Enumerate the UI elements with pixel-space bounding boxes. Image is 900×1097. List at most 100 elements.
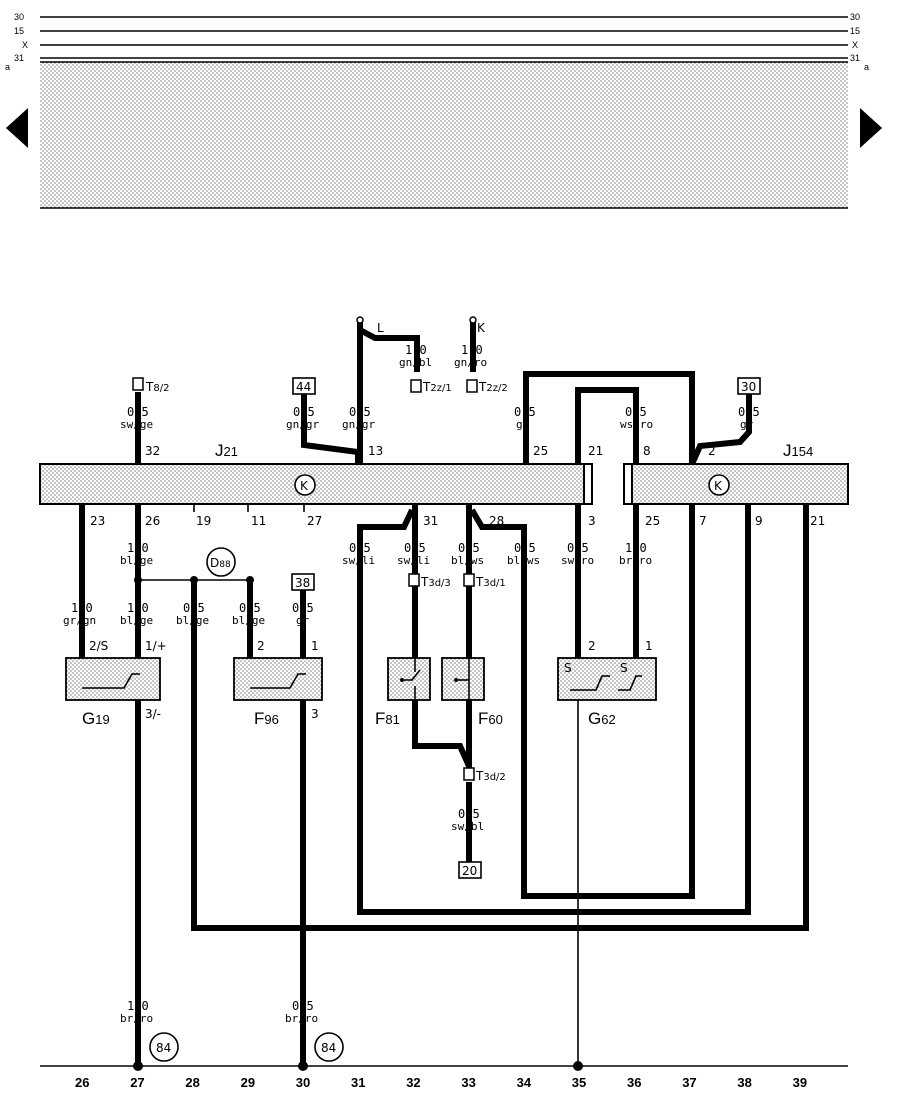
j154-pin-25: 25 — [645, 514, 660, 528]
wire-28a-color: bl/ws — [451, 554, 484, 567]
wire-44-color: gn/gr — [286, 418, 319, 431]
wire-2 — [689, 394, 752, 466]
ground-ref-27-label: 84 — [156, 1041, 171, 1055]
component-g19-label: G19 — [82, 709, 110, 728]
component-f60-label: F60 — [478, 709, 503, 728]
page-forward-arrow-icon[interactable] — [860, 108, 882, 148]
f96-pin-b: 1 — [311, 639, 319, 653]
module-j154-label: J154 — [783, 441, 813, 460]
bus-label-x-left: X — [22, 40, 28, 50]
wire-38-size: 0,5 — [292, 601, 314, 615]
j21-pin-27: 27 — [307, 514, 322, 528]
bus-label-30-left: 30 — [14, 12, 24, 22]
grid-number: 27 — [130, 1075, 144, 1090]
terminal-K: K — [477, 321, 486, 335]
g19-pin-a: 2/S — [89, 639, 108, 653]
wire-gnd27-size: 1,0 — [127, 999, 149, 1013]
j154-pin-2: 2 — [708, 444, 716, 458]
module-j154-body — [623, 463, 849, 505]
wire-L-branch — [358, 327, 420, 372]
wire-L-size: 1,0 — [405, 343, 427, 357]
wire-23-size: 1,0 — [71, 601, 93, 615]
connector-t3d2-label: T3d/2 — [475, 769, 506, 783]
wire-25-loop — [523, 371, 695, 464]
j154-pin-8: 8 — [643, 444, 651, 458]
grid-number: 29 — [241, 1075, 255, 1090]
wire-j154-25-color: br/ro — [619, 554, 652, 567]
wire-28a-size: 0,5 — [458, 541, 480, 555]
module-j154-k-symbol — [708, 474, 730, 496]
component-f81: F81 — [375, 657, 431, 728]
connector-t8-label: T8/2 — [145, 380, 169, 394]
bus-label-a-left: a — [5, 62, 10, 72]
connector-t3d3-label: T3d/3 — [420, 575, 451, 589]
wire-2-color: gr — [740, 418, 754, 431]
connector-t3d2-icon — [463, 767, 475, 781]
j21-pin-32: 32 — [145, 444, 160, 458]
j154-pin-21: 21 — [810, 514, 825, 528]
wire-25-size: 0,5 — [514, 405, 536, 419]
ground-bar — [40, 1061, 848, 1071]
grid-number: 39 — [793, 1075, 807, 1090]
grid-number: 30 — [296, 1075, 310, 1090]
wire-j21-3-color: sw/ro — [561, 554, 594, 567]
wire-38-color: gr — [296, 614, 310, 627]
box-30-label: 30 — [741, 380, 756, 394]
bus-shaded-area — [40, 62, 848, 208]
bus-label-31-right: 31 — [850, 53, 860, 63]
wire-t3d2-color: sw/bl — [451, 820, 484, 833]
bus-label-30-right: 30 — [850, 12, 860, 22]
page-back-arrow-icon[interactable] — [6, 108, 28, 148]
component-g19: 2/S 1/+ 3/- G19 — [65, 639, 167, 728]
connector-t8-icon — [132, 377, 144, 391]
module-j21-body — [39, 463, 593, 505]
j21-pin-13: 13 — [368, 444, 383, 458]
module-j21-label: J21 — [215, 441, 238, 460]
component-f60: F60 — [441, 657, 503, 728]
wire-j154-25-size: 1,0 — [625, 541, 647, 555]
module-j154: K J154 — [623, 441, 849, 505]
terminal-L: L — [377, 321, 384, 335]
j154-pin-9: 9 — [755, 514, 763, 528]
g62-s1: S — [564, 661, 572, 675]
module-j21: K J21 — [39, 441, 593, 505]
wire-32-color: sw/ge — [120, 418, 153, 431]
connector-t2z2-label: T2z/2 — [478, 380, 508, 394]
j21-pin-26: 26 — [145, 514, 160, 528]
box-44-label: 44 — [296, 380, 311, 394]
bus-label-15-right: 15 — [850, 26, 860, 36]
g62-pin-b: 1 — [645, 639, 653, 653]
connector-t3d1-label: T3d/1 — [475, 575, 506, 589]
ground-ref-27 — [149, 1032, 179, 1062]
connector-t3d1-icon — [463, 573, 475, 587]
component-g19-body — [65, 657, 161, 701]
j21-pin-25: 25 — [533, 444, 548, 458]
connector-t2z1-label: T2z/1 — [422, 380, 452, 394]
wire-8-color: ws/ro — [620, 418, 653, 431]
wire-8-size: 0,5 — [625, 405, 647, 419]
ground-ref-30 — [314, 1032, 344, 1062]
grid-number: 28 — [185, 1075, 199, 1090]
wire-31b-color: sw/li — [397, 554, 430, 567]
component-f96: 2 1 3 F96 — [233, 639, 323, 728]
splice-d88-symbol — [206, 547, 236, 577]
grid-number: 33 — [461, 1075, 475, 1090]
grid-number: 32 — [406, 1075, 420, 1090]
wire-13-size: 0,5 — [349, 405, 371, 419]
wire-28b-size: 0,5 — [514, 541, 536, 555]
wire-44-size: 0,5 — [293, 405, 315, 419]
wire-f81-out — [412, 700, 472, 768]
component-g62: S S 2 1 G62 — [557, 639, 657, 728]
wire-splice-loop — [191, 504, 809, 931]
bus-label-a-right: a — [864, 62, 869, 72]
wire-t3d2-size: 0,5 — [458, 807, 480, 821]
component-f96-body — [233, 657, 323, 701]
grid-number: 31 — [351, 1075, 365, 1090]
component-f60-body — [441, 657, 485, 701]
grid-number: 37 — [682, 1075, 696, 1090]
grid-number: 38 — [737, 1075, 751, 1090]
g62-s2: S — [620, 661, 628, 675]
lower-wiring: 1,0 gr/gn 1,0 bl/ge 1,0 bl/ge D88 0,5 bl… — [63, 504, 809, 1064]
